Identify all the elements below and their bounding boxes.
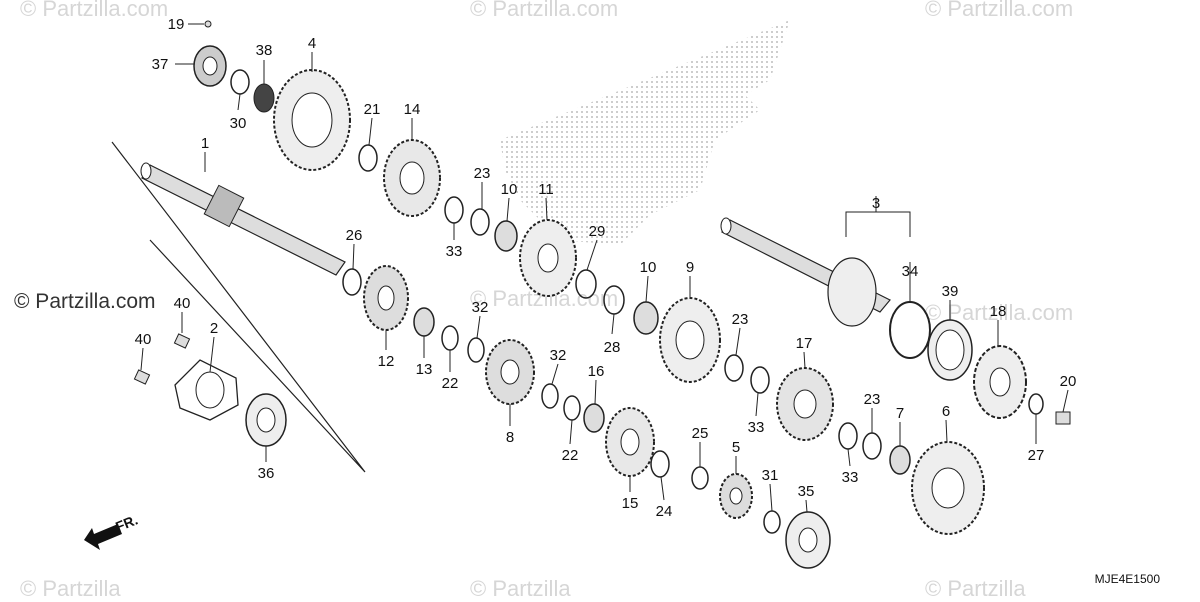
callout-2: 2 (210, 320, 218, 337)
watermark: © Partzilla (20, 576, 121, 601)
callout-27: 27 (1028, 447, 1045, 464)
oil-seal-39 (927, 319, 973, 381)
watermark: © Partzilla (925, 576, 1026, 601)
callout-6: 6 (942, 403, 950, 420)
callout-24: 24 (656, 503, 673, 520)
callout-31: 31 (762, 467, 779, 484)
callout-15: 15 (622, 495, 639, 512)
gear-8 (485, 339, 535, 405)
bushing-16 (583, 403, 605, 433)
callout-14: 14 (404, 101, 421, 118)
gear-14 (383, 139, 441, 217)
collar-38 (253, 83, 275, 113)
gear-11 (519, 219, 577, 297)
callout-5: 5 (732, 439, 740, 456)
callout-17: 17 (796, 335, 813, 352)
bushing-13 (413, 307, 435, 337)
callout-12: 12 (378, 353, 395, 370)
watermark: © Partzilla.com (470, 0, 619, 21)
watermark: © Partzilla (470, 576, 571, 601)
callout-37: 37 (152, 56, 169, 73)
callout-33: 33 (446, 243, 463, 260)
sprocket-18 (973, 345, 1027, 419)
group-outline (111, 141, 366, 473)
callout-23: 23 (474, 165, 491, 182)
watermark: © Partzilla.com (925, 0, 1074, 21)
gear-15 (605, 407, 655, 477)
callout-23: 23 (864, 391, 881, 408)
callout-10: 10 (640, 259, 657, 276)
callout-11: 11 (538, 181, 554, 198)
callout-22: 22 (442, 375, 459, 392)
callout-39: 39 (942, 283, 959, 300)
direction-label: FR. (113, 511, 140, 534)
front-direction-arrow: FR. (84, 511, 140, 550)
bearing-37 (193, 45, 227, 87)
wing-logo (500, 20, 790, 245)
bolts (133, 20, 1071, 425)
gear-4 (273, 69, 351, 171)
callout-33: 33 (842, 469, 859, 486)
gear-9 (659, 297, 721, 383)
callout-38: 38 (256, 42, 273, 59)
callout-32: 32 (472, 299, 489, 316)
callout-20: 20 (1060, 373, 1077, 390)
leader-lines (140, 23, 1069, 513)
callout-18: 18 (990, 303, 1007, 320)
callout-13: 13 (416, 361, 433, 378)
callout-33: 33 (748, 419, 765, 436)
callout-7: 7 (896, 405, 904, 422)
bushing-7 (889, 445, 911, 475)
callout-34: 34 (902, 263, 919, 280)
bushing-10b (633, 301, 659, 335)
callout-22: 22 (562, 447, 579, 464)
callout-30: 30 (230, 115, 247, 132)
callout-29: 29 (589, 223, 606, 240)
washers (230, 69, 1044, 534)
callout-40: 40 (174, 295, 191, 312)
bearing-plate-2 (174, 359, 239, 421)
mainshaft (140, 162, 346, 276)
gear-12 (363, 265, 409, 331)
gear-6 (911, 441, 985, 535)
callout-25: 25 (692, 425, 709, 442)
callout-16: 16 (588, 363, 605, 380)
callout-36: 36 (258, 465, 275, 482)
watermark: © Partzilla.com (20, 0, 169, 21)
callout-9: 9 (686, 259, 694, 276)
o-ring-34 (889, 301, 931, 359)
callout-4: 4 (308, 35, 316, 52)
callout-8: 8 (506, 429, 514, 446)
bearing-35 (785, 511, 831, 569)
callout-10: 10 (501, 181, 518, 198)
callout-35: 35 (798, 483, 815, 500)
callout-19: 19 (168, 16, 185, 33)
callout-3: 3 (872, 195, 880, 212)
callout-40: 40 (135, 331, 152, 348)
callout-26: 26 (346, 227, 363, 244)
diagram-code: MJE4E1500 (1094, 572, 1160, 586)
callout-21: 21 (364, 101, 381, 118)
bushing-10a (494, 220, 518, 252)
countershaft (720, 217, 891, 327)
gear-5 (719, 473, 753, 519)
watermark: © Partzilla.com (14, 290, 156, 313)
callout-28: 28 (604, 339, 621, 356)
callout-23: 23 (732, 311, 749, 328)
bearing-36 (245, 393, 287, 447)
callout-32: 32 (550, 347, 567, 364)
gear-17 (776, 367, 834, 441)
callouts: 19 37 38 4 30 1 21 14 23 10 11 33 26 29 … (135, 16, 1077, 520)
callout-1: 1 (201, 135, 209, 152)
